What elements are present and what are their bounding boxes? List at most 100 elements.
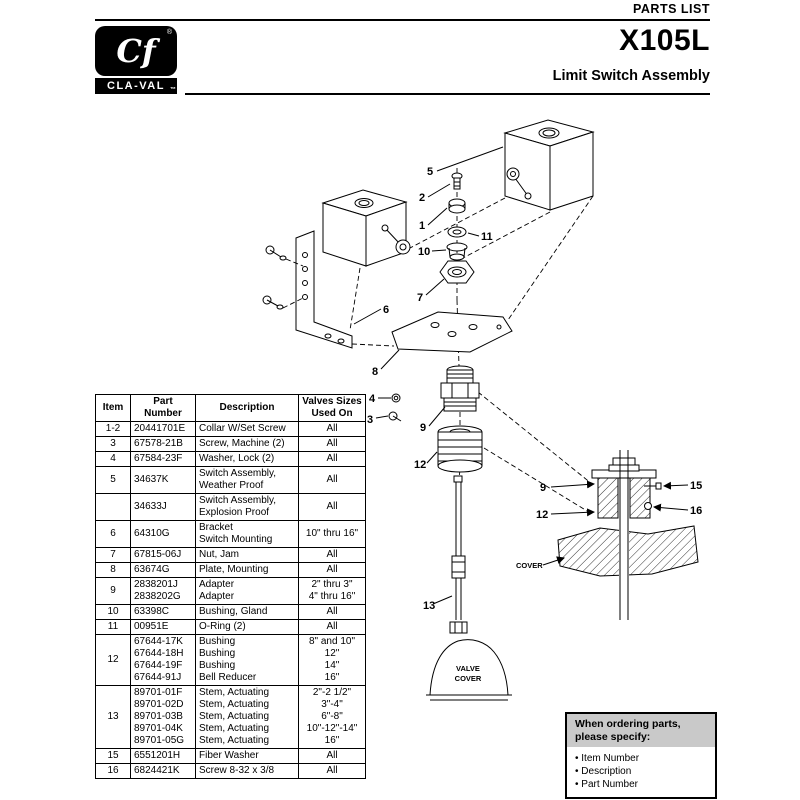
- header-part-number: Part Number: [130, 394, 196, 422]
- cell-description: Switch Assembly,Explosion Proof: [195, 493, 299, 521]
- callout-9: 9: [420, 422, 426, 434]
- cell-part-number: 6551201H: [130, 748, 196, 764]
- cell-description: Switch Assembly,Weather Proof: [195, 466, 299, 494]
- cell-valve-sizes: All: [298, 421, 366, 437]
- cell-part-number: 00951E: [130, 619, 196, 635]
- callout-6: 6: [383, 304, 389, 316]
- cell-part-number: 34637K: [130, 466, 196, 494]
- ordering-box-title: When ordering parts, please specify:: [567, 714, 715, 747]
- parts-table-header: Item Part Number Description Valves Size…: [95, 394, 366, 422]
- mounting-bracket: [296, 231, 352, 348]
- cell-valve-sizes: 2" thru 3"4" thru 16": [298, 577, 366, 605]
- cell-valve-sizes: 8" and 10"12"14"16": [298, 634, 366, 686]
- valve-cover-label-line2: COVER: [455, 674, 482, 683]
- parts-list-label: PARTS LIST: [633, 2, 710, 16]
- page-subtitle: Limit Switch Assembly: [552, 68, 710, 84]
- cell-description: Bushing, Gland: [195, 604, 299, 620]
- header-rule-top: [95, 19, 710, 21]
- cell-part-number: 63674G: [130, 562, 196, 578]
- cell-item: 13: [95, 685, 131, 749]
- cell-valve-sizes: All: [298, 493, 366, 521]
- callout-13: 13: [423, 600, 435, 612]
- trademark-mark: ™: [170, 87, 176, 93]
- callout-4: 4: [369, 393, 376, 405]
- cell-item: 10: [95, 604, 131, 620]
- callout-11: 11: [481, 231, 493, 243]
- switch-box-left: [323, 190, 410, 266]
- parts-stack: [440, 173, 474, 283]
- valve-cover-label-line1: VALVE: [456, 664, 480, 673]
- cell-item: 1-2: [95, 421, 131, 437]
- cell-valve-sizes: All: [298, 562, 366, 578]
- cell-part-number: 6824421K: [130, 763, 196, 779]
- header-row: Item Part Number Description Valves Size…: [95, 394, 366, 422]
- cell-item: [95, 493, 131, 521]
- logo-brand-text: CLA-VAL: [107, 80, 165, 92]
- logo-brand-bar: CLA-VAL ™: [95, 78, 177, 94]
- ordering-description: Description: [575, 765, 707, 778]
- callout-8: 8: [372, 366, 378, 378]
- cell-item: 7: [95, 547, 131, 563]
- mounting-plate: [392, 312, 512, 352]
- cell-valve-sizes: All: [298, 763, 366, 779]
- actuating-stem: [450, 476, 467, 633]
- cross-section-detail: [558, 450, 698, 620]
- cell-item: 8: [95, 562, 131, 578]
- cell-item: 15: [95, 748, 131, 764]
- cell-part-number: 67578-21B: [130, 436, 196, 452]
- logo-monogram: Cf: [116, 32, 156, 70]
- cell-description: Washer, Lock (2): [195, 451, 299, 467]
- callout-3: 3: [367, 414, 373, 426]
- header-item: Item: [95, 394, 131, 422]
- cell-description: Plate, Mounting: [195, 562, 299, 578]
- cell-valve-sizes: 10" thru 16": [298, 520, 366, 548]
- bracket-screws: [263, 246, 303, 309]
- header-valve-sizes: Valves Sizes Used On: [298, 394, 366, 422]
- main-callouts: 5 2 1 11 10 7 6 8 4 3 9 12 13: [354, 147, 503, 612]
- callout-7: 7: [417, 292, 423, 304]
- callout-1: 1: [419, 220, 425, 232]
- cell-part-number: 64310G: [130, 520, 196, 548]
- adapter: [441, 366, 479, 411]
- cell-description: Screw, Machine (2): [195, 436, 299, 452]
- bushing: [438, 426, 482, 472]
- detail-callout-15: 15: [690, 480, 702, 492]
- cell-part-number: 67815-06J: [130, 547, 196, 563]
- cell-description: O-Ring (2): [195, 619, 299, 635]
- cell-valve-sizes: All: [298, 451, 366, 467]
- cell-description: Fiber Washer: [195, 748, 299, 764]
- cell-part-number: 63398C: [130, 604, 196, 620]
- cell-valve-sizes: 2"-2 1/2"3"-4"6"-8"10"-12"-14"16": [298, 685, 366, 749]
- callout-2: 2: [419, 192, 425, 204]
- cover-label: COVER: [516, 561, 543, 570]
- cell-item: 9: [95, 577, 131, 605]
- cell-valve-sizes: All: [298, 466, 366, 494]
- detail-callout-9: 9: [540, 482, 546, 494]
- detail-callout-16: 16: [690, 505, 702, 517]
- parts-table: Item Part Number Description Valves Size…: [95, 394, 366, 779]
- cell-description: Collar W/Set Screw: [195, 421, 299, 437]
- cell-valve-sizes: All: [298, 547, 366, 563]
- cell-part-number: 34633J: [130, 493, 196, 521]
- ordering-instructions-box: When ordering parts, please specify: Ite…: [565, 712, 717, 799]
- cell-item: 6: [95, 520, 131, 548]
- ordering-items-list: Item Number Description Part Number: [567, 747, 715, 797]
- ordering-item-number: Item Number: [575, 752, 707, 765]
